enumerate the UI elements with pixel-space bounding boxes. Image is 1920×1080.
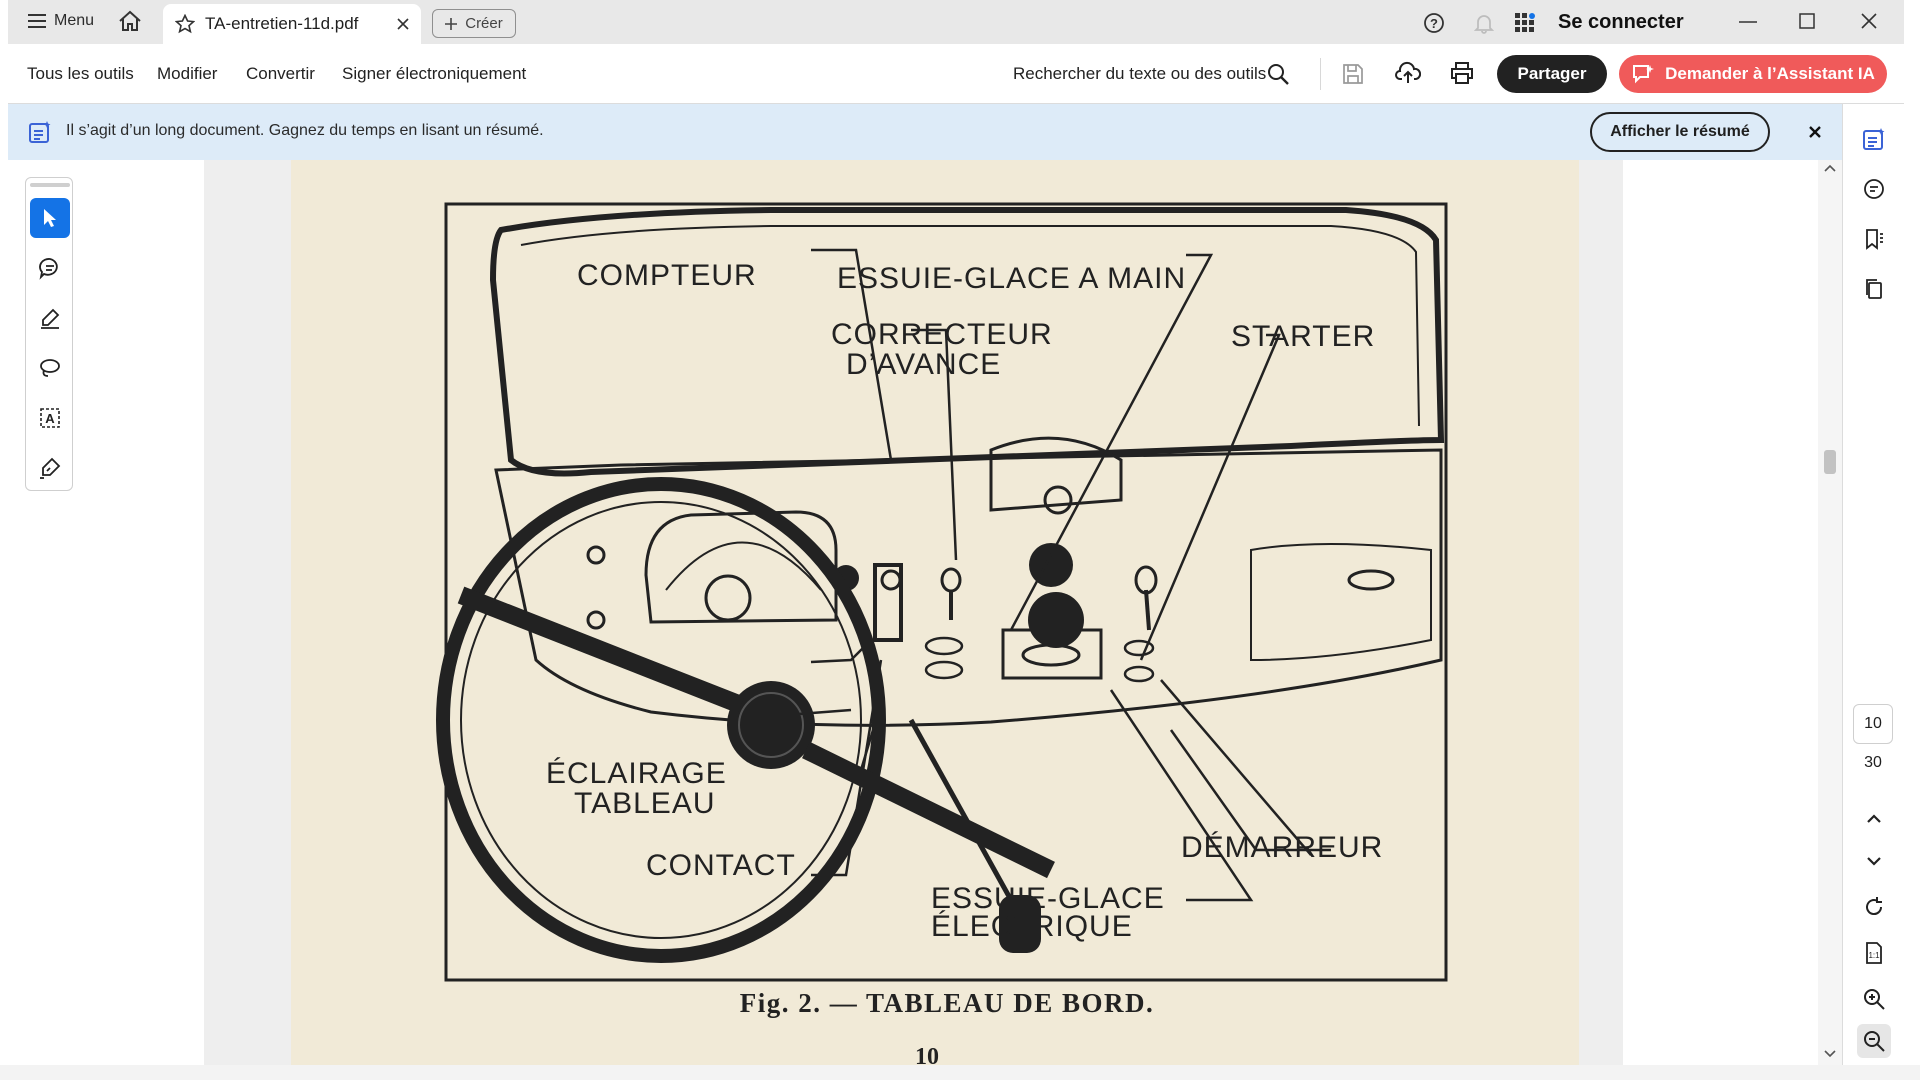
menu-convert[interactable]: Convertir [246,64,315,83]
maximize-icon[interactable] [1798,12,1816,30]
rail-bookmarks-icon[interactable] [1857,222,1891,256]
tool-palette: A [25,177,73,491]
menu-button[interactable]: Menu [28,12,94,30]
close-tab-icon[interactable] [397,18,409,30]
sign-in-button[interactable]: Se connecter [1558,11,1684,33]
next-page-icon[interactable] [1857,844,1891,878]
summary-banner: Il s’agit d’un long document. Gagnez du … [8,104,1842,160]
cursor-arrow-icon [40,207,60,229]
ai-assistant-button[interactable]: Demander à l’Assistant IA [1619,55,1887,93]
dashboard-illustration: COMPTEUR ESSUIE-GLACE A MAIN CORRECTEUR … [436,202,1448,1065]
text-tool-button[interactable]: A [30,398,70,438]
plus-icon [445,17,458,30]
palette-handle[interactable] [30,183,70,187]
apps-grid-icon[interactable] [1514,12,1536,34]
ai-assistant-icon [1631,63,1655,85]
signature-pen-icon [38,456,62,480]
rotate-icon[interactable] [1857,890,1891,924]
label-contact: CONTACT [646,849,796,882]
main-toolbar: Tous les outils Modifier Convertir Signe… [8,44,1904,104]
fit-page-icon[interactable]: 1:1 [1857,936,1891,970]
label-eclairage-2: TABLEAU [574,787,716,820]
svg-text:1:1: 1:1 [1868,951,1880,960]
menu-label: Menu [54,12,95,29]
right-rail: 10 30 1:1 [1842,104,1904,1065]
pen-icon [38,306,62,330]
create-button[interactable]: Créer [432,9,516,38]
comment-icon [38,256,62,280]
minimize-icon[interactable] [1738,14,1758,30]
figure-caption: Fig. 2. — TABLEAU DE BORD. [740,988,1155,1018]
menu-edit[interactable]: Modifier [157,64,218,83]
label-compteur: COMPTEUR [577,259,757,292]
star-icon[interactable] [175,14,195,34]
comment-tool-button[interactable] [30,248,70,288]
create-label: Créer [465,15,503,32]
label-eclairage-1: ÉCLAIRAGE [546,757,727,790]
draw-tool-button[interactable] [30,348,70,388]
document-tab[interactable]: TA-entretien-11d.pdf [163,4,421,44]
menu-e-sign[interactable]: Signer électroniquement [342,64,527,83]
text-box-icon: A [38,406,62,430]
scroll-up-icon[interactable] [1824,164,1836,172]
save-icon[interactable] [1341,62,1365,86]
summary-icon [28,120,52,144]
label-starter: STARTER [1231,320,1375,353]
rail-summary-icon[interactable] [1857,122,1891,156]
help-icon[interactable]: ? [1423,12,1445,34]
menu-all-tools[interactable]: Tous les outils [27,64,134,83]
status-bar [0,1065,1920,1080]
label-correcteur-2: D’AVANCE [846,348,1001,381]
document-viewport[interactable]: COMPTEUR ESSUIE-GLACE A MAIN CORRECTEUR … [8,160,1842,1065]
show-summary-button[interactable]: Afficher le résumé [1590,112,1770,152]
scroll-down-icon[interactable] [1824,1050,1836,1058]
svg-text:A: A [45,411,55,426]
zoom-out-icon[interactable] [1857,1024,1891,1058]
search-tools-label[interactable]: Rechercher du texte ou des outils [1013,64,1267,83]
label-essuie-glace-main: ESSUIE-GLACE A MAIN [837,262,1186,295]
tab-title: TA-entretien-11d.pdf [205,14,359,33]
label-correcteur-1: CORRECTEUR [831,318,1053,351]
sign-tool-button[interactable] [30,448,70,488]
current-page-field[interactable]: 10 [1853,704,1893,744]
zoom-in-icon[interactable] [1857,982,1891,1016]
cloud-upload-icon[interactable] [1395,61,1421,85]
close-window-icon[interactable] [1860,12,1878,30]
previous-page-icon[interactable] [1857,802,1891,836]
home-icon [118,10,142,32]
page-number-text: 10 [915,1044,939,1065]
lasso-icon [38,356,62,380]
vertical-scrollbar[interactable] [1818,160,1842,1065]
total-pages: 30 [1864,754,1882,771]
bell-icon[interactable] [1473,12,1495,34]
home-button[interactable] [118,10,142,32]
search-icon[interactable] [1266,62,1290,86]
hamburger-icon [28,13,46,29]
toolbar-divider [1320,58,1321,90]
share-button[interactable]: Partager [1497,55,1607,93]
label-essuie-glace-electrique-1: ESSUIE-GLACE [931,882,1165,915]
highlight-tool-button[interactable] [30,298,70,338]
ai-assistant-label: Demander à l’Assistant IA [1665,64,1875,83]
label-demarreur: DÉMARREUR [1181,831,1383,864]
rail-pages-icon[interactable] [1857,272,1891,306]
pdf-page: COMPTEUR ESSUIE-GLACE A MAIN CORRECTEUR … [291,160,1579,1065]
title-bar: Menu TA-entretien-11d.pdf Créer ? Se con… [8,0,1904,44]
svg-text:?: ? [1430,16,1438,31]
banner-text: Il s’agit d’un long document. Gagnez du … [66,122,544,139]
rail-comments-icon[interactable] [1857,172,1891,206]
label-essuie-glace-electrique-2: ÉLECTRIQUE [931,910,1133,943]
select-tool-button[interactable] [30,198,70,238]
scroll-thumb[interactable] [1824,450,1836,474]
print-icon[interactable] [1449,61,1475,85]
close-banner-icon[interactable] [1808,125,1822,139]
